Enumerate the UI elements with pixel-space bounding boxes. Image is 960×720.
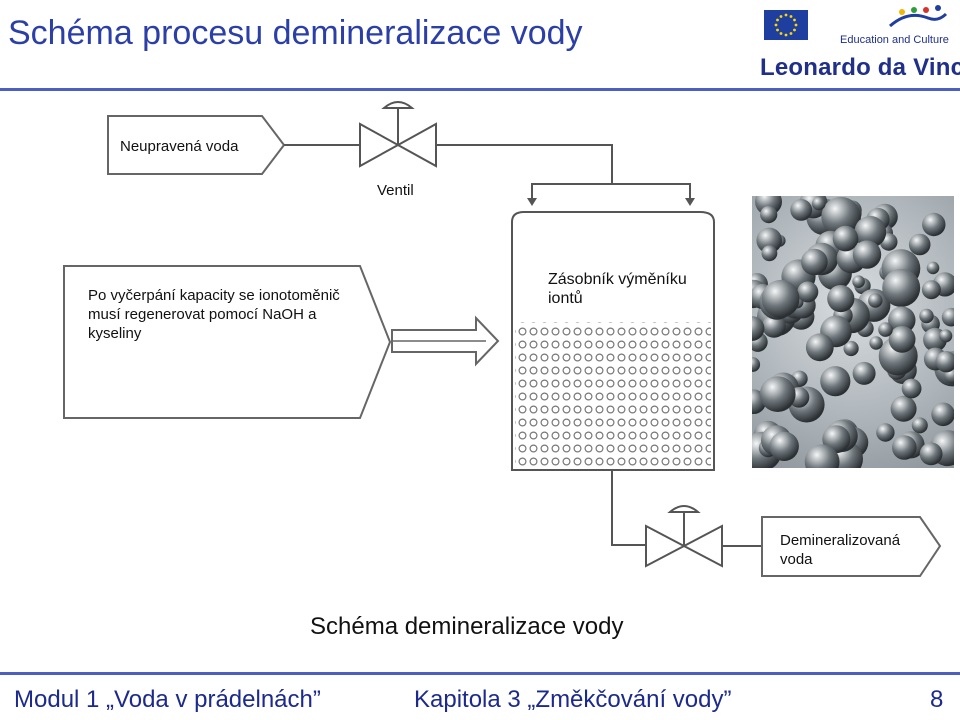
- valve-icon: [359, 101, 437, 168]
- leonardo-logo: Education and Culture Leonardo da Vinci: [760, 4, 960, 84]
- resin-bead: [868, 293, 883, 308]
- page-number: 8: [930, 686, 944, 713]
- resin-bead: [820, 366, 851, 397]
- diagram-caption: Schéma demineralizace vody: [310, 613, 624, 640]
- demineralized-water-label: Demineralizovaná voda: [780, 532, 901, 568]
- resin-bead: [931, 402, 954, 427]
- outlet-pipe: [611, 470, 646, 546]
- resin-bead: [922, 212, 946, 237]
- resin-bead: [797, 281, 819, 303]
- resin-bead: [919, 442, 943, 466]
- arrow-right-icon: [391, 315, 500, 367]
- resin-bead: [761, 279, 800, 318]
- resin-bead: [832, 225, 859, 252]
- resin-bead: [926, 261, 940, 275]
- resin-bead: [801, 248, 828, 276]
- resin-bead: [827, 285, 855, 313]
- valve-to-tank-pipe: [436, 144, 613, 184]
- resin-bead: [852, 275, 865, 288]
- resin-bead: [852, 240, 882, 269]
- resin-bead: [759, 376, 796, 412]
- resin-bed: [515, 322, 711, 468]
- resin-photo: [752, 196, 954, 468]
- resin-bead: [921, 280, 941, 300]
- resin-bead: [760, 206, 778, 224]
- demineralized-water-box: [761, 516, 942, 577]
- resin-bead: [805, 333, 834, 362]
- page-title: Schéma procesu demineralizace vody: [8, 14, 583, 52]
- resin-bead: [869, 336, 883, 350]
- resin-bead: [941, 307, 954, 327]
- resin-bead: [761, 245, 778, 262]
- resin-bead: [878, 322, 893, 337]
- resin-bead: [919, 308, 934, 324]
- resin-bead: [935, 351, 954, 373]
- resin-bead: [852, 361, 876, 385]
- regeneration-box: [63, 265, 392, 419]
- raw-water-label: Neupravená voda: [120, 138, 239, 155]
- resin-bead: [911, 417, 928, 434]
- footer-chapter: Kapitola 3 „Změkčování vody”: [414, 686, 732, 713]
- resin-bead: [892, 435, 917, 460]
- resin-bead: [804, 444, 840, 468]
- resin-bead: [821, 196, 861, 237]
- resin-bead: [888, 306, 916, 334]
- resin-bead: [752, 316, 765, 341]
- resin-bead: [876, 423, 895, 442]
- logo-brand: Leonardo da Vinci: [760, 54, 960, 81]
- tank-label: Zásobník výměníku iontů: [548, 271, 687, 307]
- title-rule: [0, 88, 960, 91]
- valve-label: Ventil: [377, 182, 414, 199]
- resin-bead: [890, 395, 917, 422]
- resin-bead: [888, 326, 916, 353]
- resin-bead: [882, 268, 921, 307]
- resin-bead: [854, 216, 887, 248]
- valve-icon: [645, 505, 723, 568]
- resin-bead: [762, 314, 786, 338]
- footer-module: Modul 1 „Voda v prádelnách”: [14, 686, 321, 713]
- regeneration-note: Po vyčerpání kapacity se ionotoměnič mus…: [88, 287, 340, 342]
- resin-bead: [908, 233, 931, 256]
- resin-bead: [752, 357, 761, 372]
- logo-tagline: Education and Culture: [840, 34, 949, 46]
- resin-bead: [939, 329, 953, 343]
- resin-bead: [812, 196, 826, 211]
- raw-water-box: [107, 115, 286, 175]
- resin-bead: [756, 227, 782, 254]
- resin-bead: [901, 378, 922, 399]
- resin-bead: [843, 340, 859, 357]
- distributor: [531, 183, 691, 200]
- resin-bead: [769, 431, 799, 461]
- leonardo-swirl-icon: [888, 4, 948, 34]
- eu-flag-icon: [764, 10, 808, 40]
- resin-bead: [790, 199, 813, 221]
- footer-rule: [0, 672, 960, 675]
